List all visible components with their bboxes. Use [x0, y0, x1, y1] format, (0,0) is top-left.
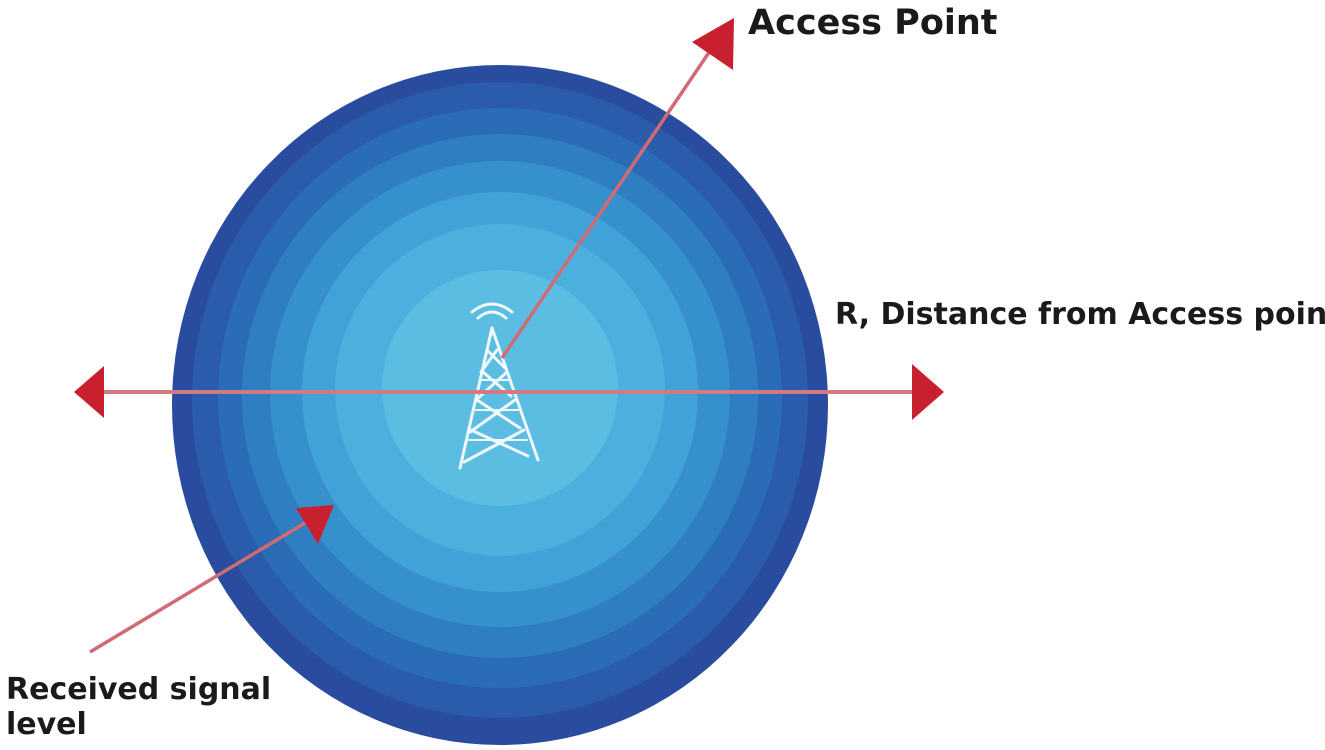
access-point-label: Access Point [748, 3, 998, 43]
received-signal-label-line2: level [6, 707, 87, 743]
signal-level-arrow [89, 518, 311, 654]
distance-label: R, Distance from Access point [835, 297, 1325, 332]
cell-tower-icon [458, 302, 540, 470]
distance-arrow-right-head [912, 364, 944, 420]
access-point-arrow [500, 47, 714, 359]
signal-level-arrow-head [296, 505, 334, 544]
distance-arrow-left-head [74, 366, 104, 418]
received-signal-label: Received signal level [6, 672, 326, 743]
received-signal-label-line1: Received signal [6, 672, 272, 707]
access-point-arrow-head [692, 18, 734, 70]
signal-rings [172, 65, 828, 745]
